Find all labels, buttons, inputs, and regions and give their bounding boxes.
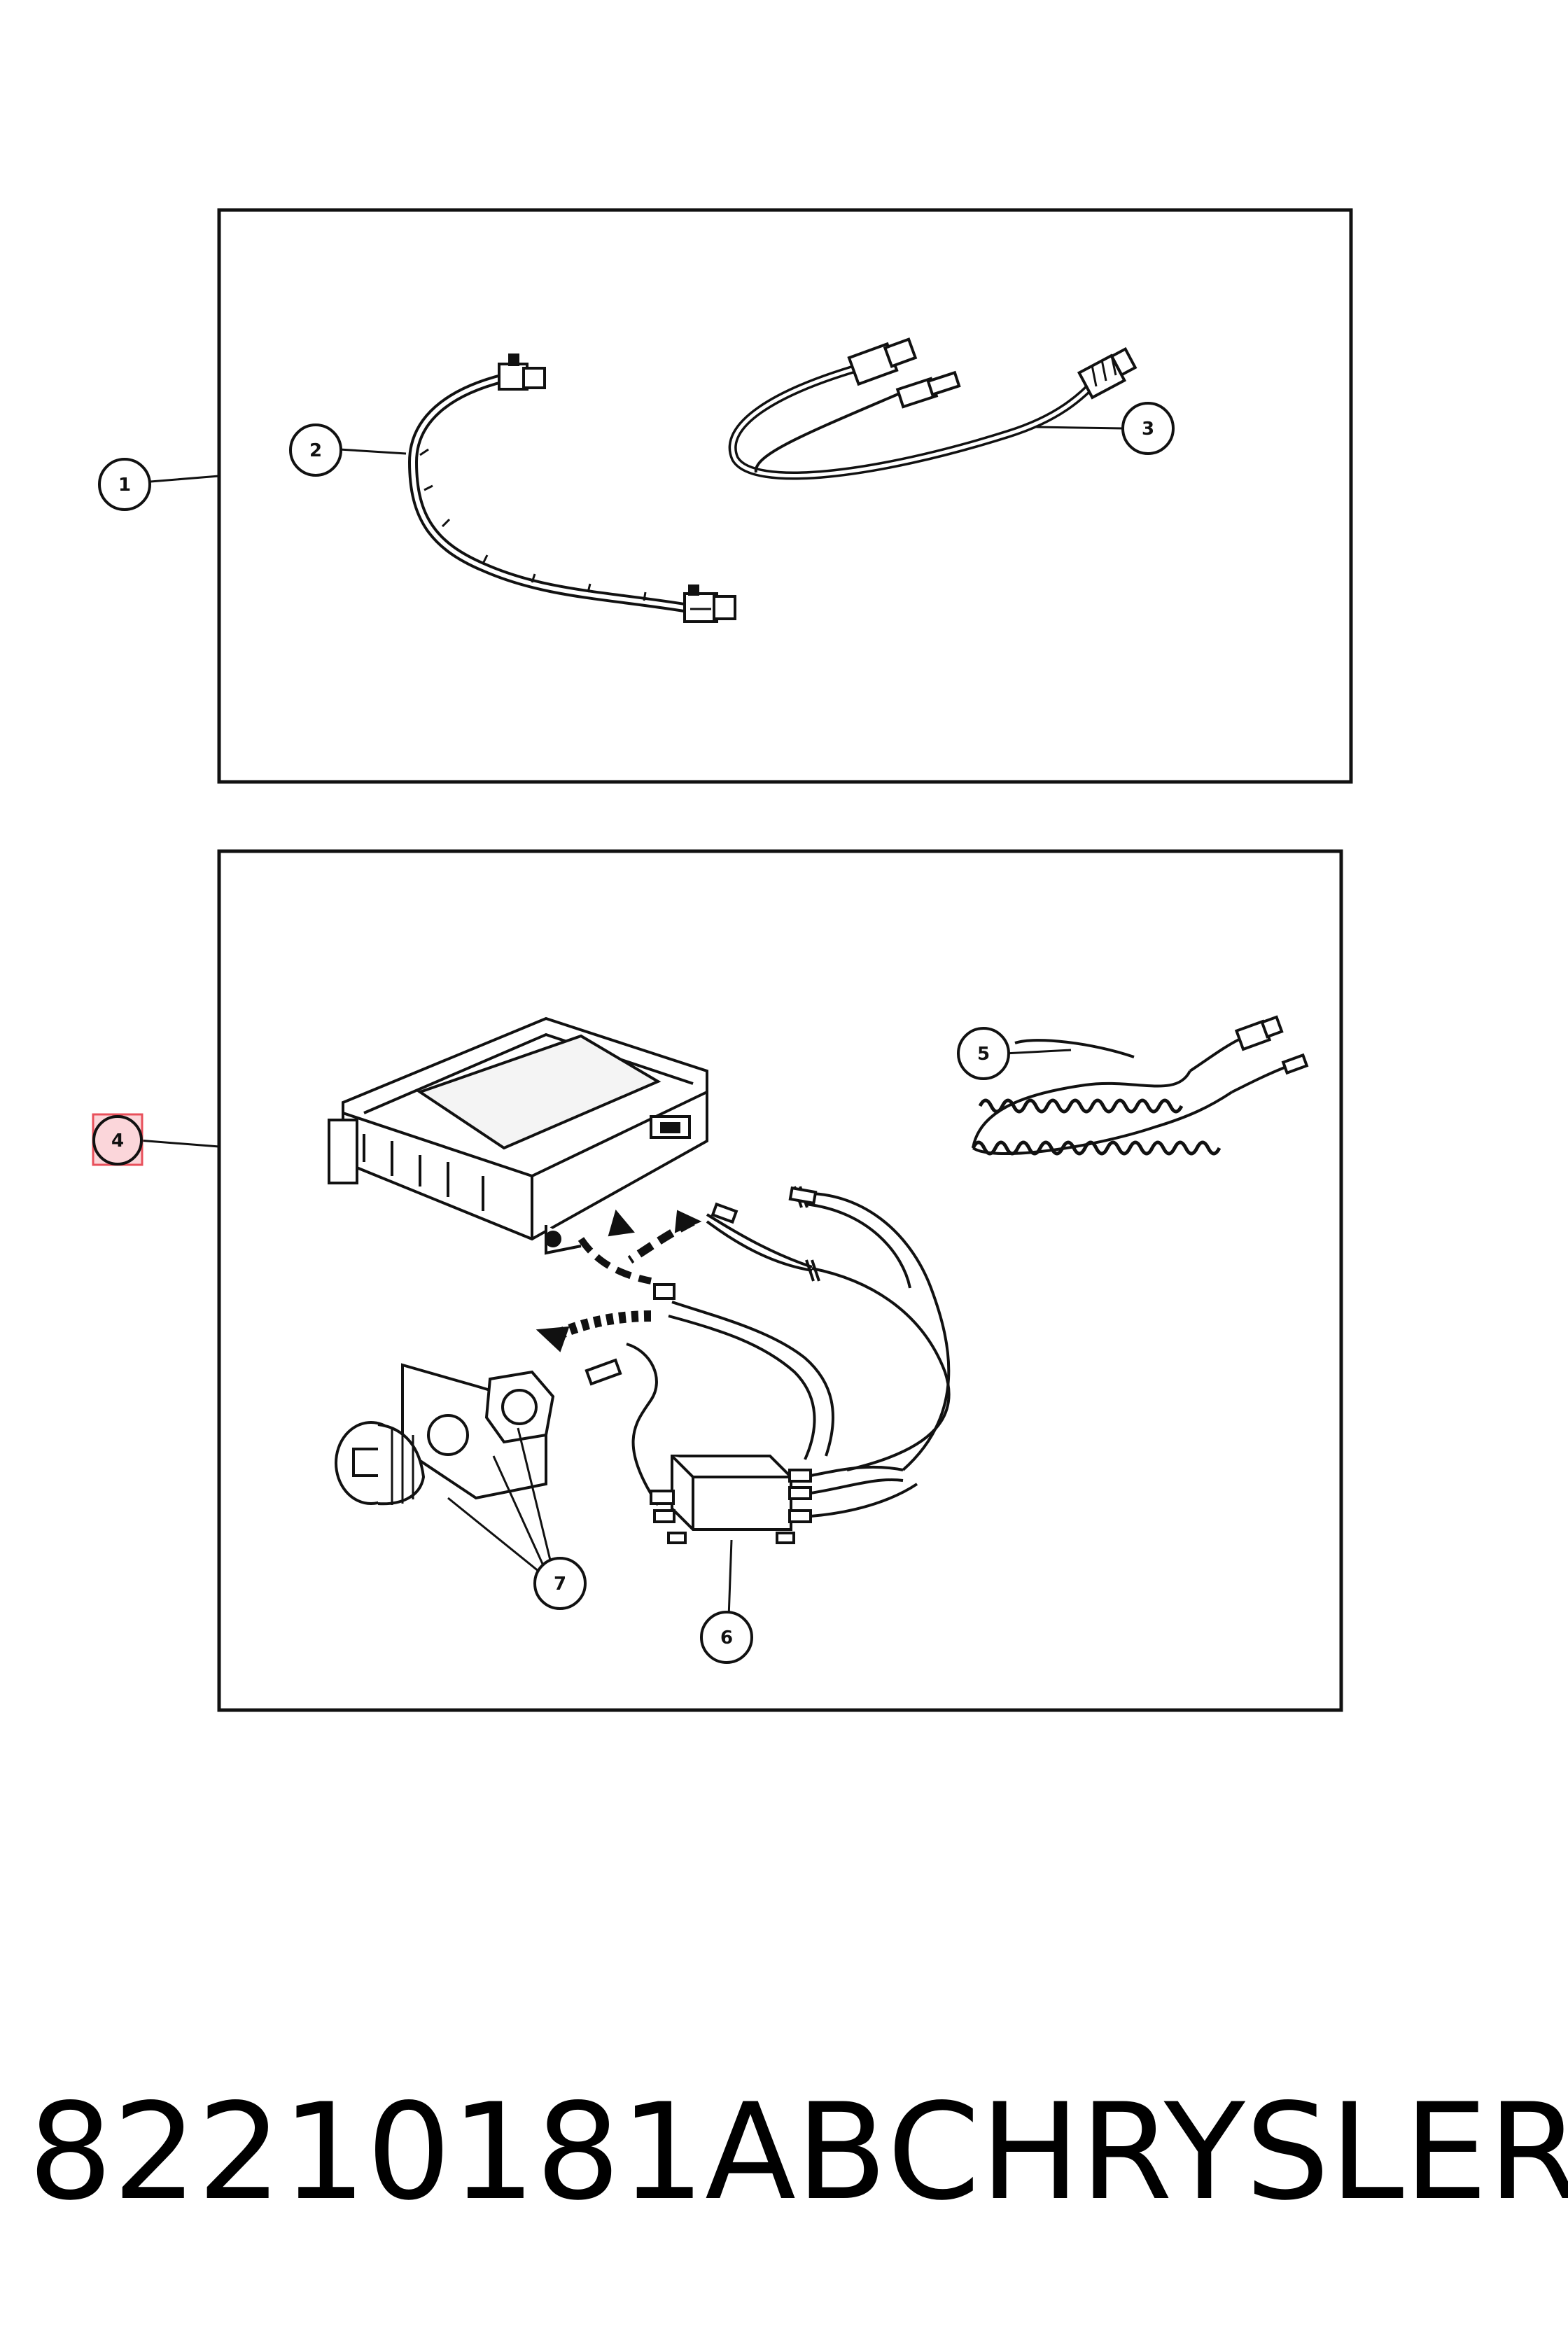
callout-3: 3 bbox=[1121, 402, 1175, 455]
callout-4-label: 4 bbox=[111, 1130, 124, 1152]
part-caption: 82210181AB CHRYSLER bbox=[28, 2075, 1568, 2230]
callout-6-label: 6 bbox=[720, 1628, 733, 1648]
callout-3-label: 3 bbox=[1142, 419, 1154, 440]
wiring-harness-part-2 bbox=[407, 354, 736, 623]
callout-1-label: 1 bbox=[118, 475, 131, 496]
brand-name: CHRYSLER bbox=[887, 2075, 1568, 2230]
callout-5-label: 5 bbox=[977, 1044, 990, 1065]
part-number: 82210181AB bbox=[28, 2075, 888, 2230]
callout-2: 2 bbox=[289, 424, 342, 477]
splitter-module-part-6 bbox=[650, 1455, 918, 1544]
connector-plugs bbox=[584, 1186, 818, 1386]
kit-box-lower bbox=[217, 849, 1343, 1712]
mounting-bracket-part-7 bbox=[335, 1363, 555, 1506]
callout-1: 1 bbox=[98, 458, 151, 511]
callout-2-label: 2 bbox=[309, 440, 322, 461]
wiring-leads bbox=[626, 1186, 951, 1506]
leader-lines bbox=[138, 426, 1124, 1638]
callout-6: 6 bbox=[700, 1611, 753, 1664]
callout-7-label: 7 bbox=[554, 1574, 566, 1595]
receiver-unit bbox=[328, 1016, 708, 1255]
callout-5: 5 bbox=[957, 1027, 1010, 1080]
callout-4[interactable]: 4 bbox=[92, 1113, 144, 1166]
coiled-cord-part-5 bbox=[971, 1015, 1309, 1156]
callout-7: 7 bbox=[533, 1557, 587, 1610]
connection-arrows bbox=[536, 1209, 702, 1352]
adapter-cable-part-3 bbox=[728, 337, 1138, 480]
kit-box-upper bbox=[217, 208, 1353, 784]
